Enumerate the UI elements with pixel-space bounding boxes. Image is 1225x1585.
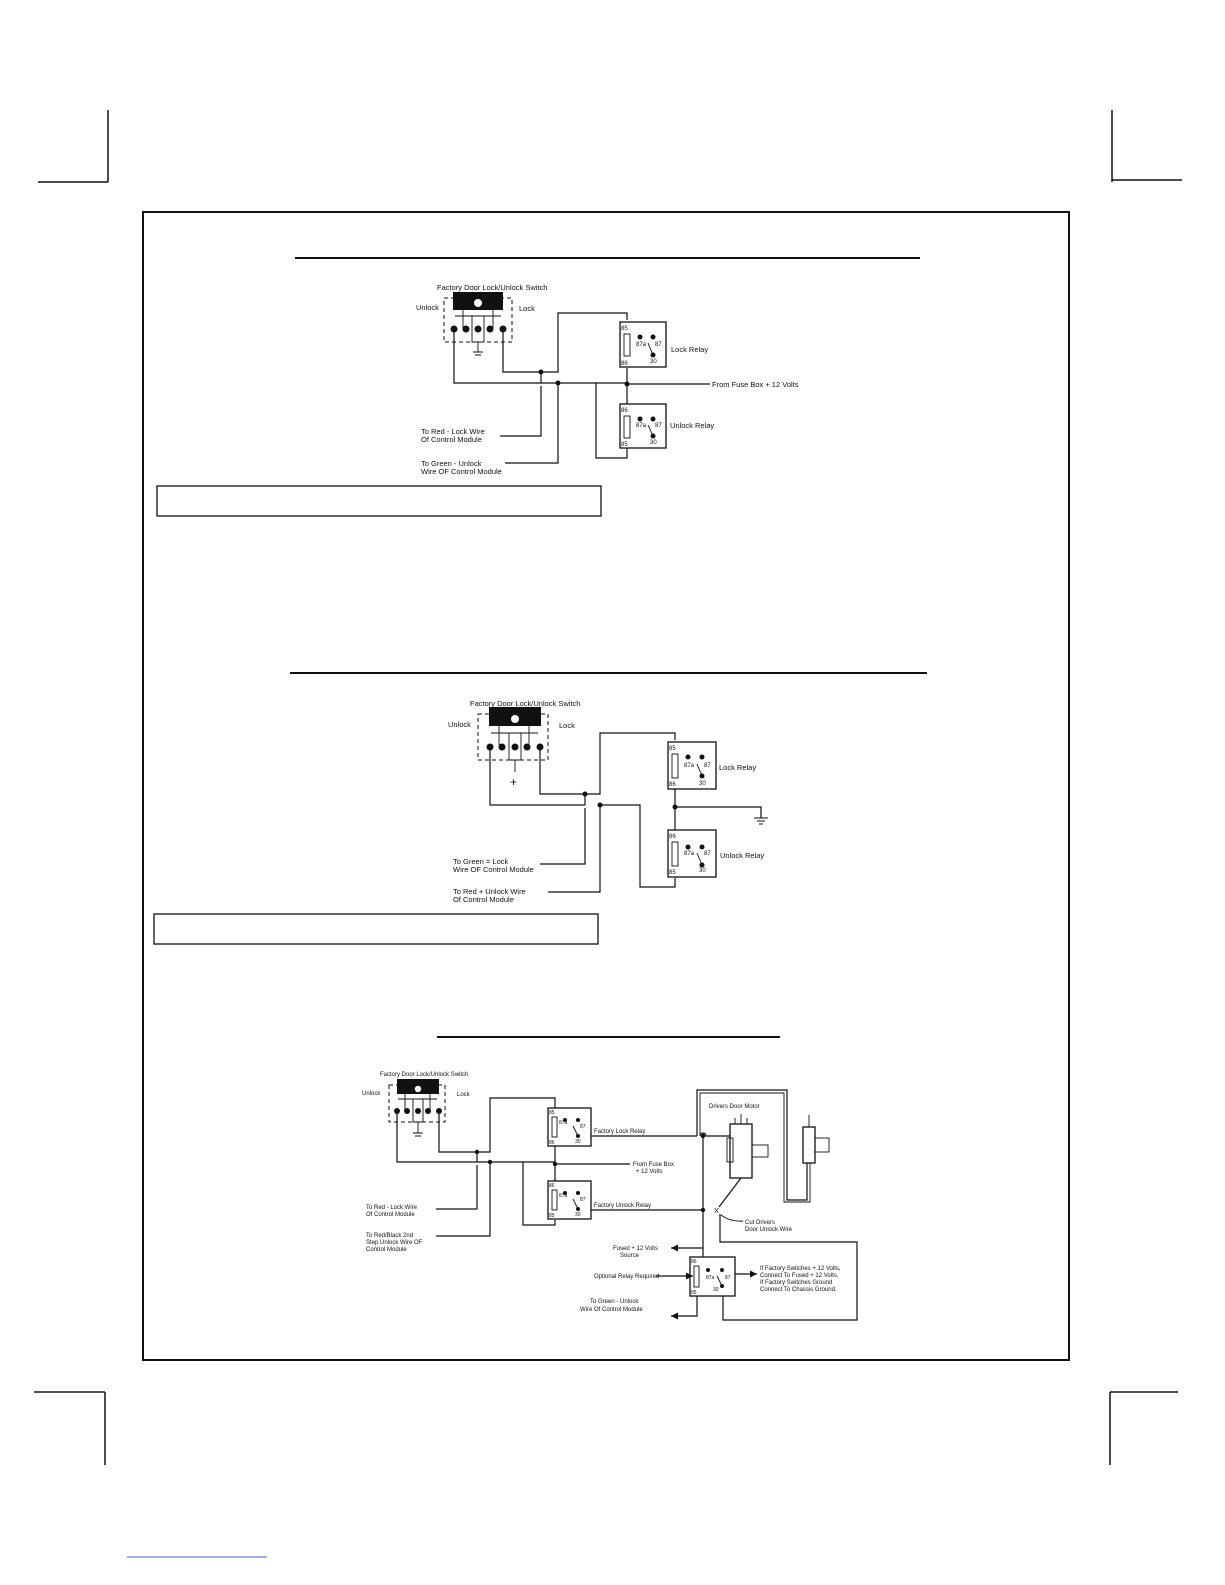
lock-label: Lock	[519, 304, 535, 313]
terminal-87a: 87a	[559, 1193, 568, 1199]
note-line-4: Connect To Chassis Ground.	[760, 1287, 837, 1293]
terminal-86: 86	[621, 361, 628, 367]
terminal-30: 30	[575, 1212, 581, 1218]
factory-lock-relay: 85 86 87a 87 30	[547, 1107, 592, 1147]
terminal-86: 86	[669, 834, 676, 840]
terminal-85: 85	[549, 1213, 555, 1219]
red-wire-label: To Red - Lock Wire	[366, 1205, 418, 1211]
terminal-87a: 87a	[636, 342, 647, 348]
terminal-87a: 87a	[706, 1275, 715, 1281]
terminal-87a: 87a	[559, 1120, 568, 1126]
green-wire-label-2: Wire Of Control Module	[580, 1307, 643, 1313]
switch-title: Factory Door Lock/Unlock Switch	[380, 1072, 468, 1078]
red-wire-label-2: Of Control Module	[453, 895, 514, 904]
optional-relay: 86 85 87a 87 30	[689, 1256, 736, 1297]
terminal-87: 87	[580, 1124, 586, 1130]
terminal-85: 85	[621, 326, 628, 332]
unlock-label: Unlock	[362, 1091, 381, 1097]
terminal-87a: 87a	[636, 423, 647, 429]
crop-marks	[34, 110, 1182, 1465]
terminal-30: 30	[650, 440, 657, 446]
green-wire-label: To Green - Unlock	[421, 459, 482, 468]
note-line-1: If Factory Switches + 12 Volts,	[760, 1266, 841, 1272]
red-black-wire-label-2: Step Unlock Wire OF	[366, 1240, 423, 1246]
cut-mark: X	[714, 1206, 719, 1215]
fused-source-label-2: Source	[620, 1253, 640, 1259]
fused-source-label: Fused + 12 Volts	[613, 1246, 658, 1252]
cut-wire-label: Cut Drivers	[745, 1220, 775, 1226]
terminal-86: 86	[621, 408, 628, 414]
terminal-87: 87	[655, 342, 662, 348]
note-line-2: Connect To Fused + 12 Volts,	[760, 1273, 839, 1279]
power-label-2: + 12 Volts	[636, 1169, 663, 1175]
drivers-door-motor	[696, 1089, 830, 1203]
terminal-85: 85	[549, 1110, 555, 1116]
lock-relay: 85 86 87a 87 30	[619, 321, 667, 368]
lock-label: Lock	[559, 721, 575, 730]
factory-unlock-relay-label: Factory Unlock Relay	[594, 1203, 651, 1209]
terminal-30: 30	[713, 1287, 719, 1293]
caption-box-1	[156, 485, 602, 517]
factory-lock-relay-label: Factory Lock Relay	[594, 1129, 645, 1135]
lock-relay-label: Lock Relay	[671, 345, 708, 354]
motor-label: Drivers Door Motor	[709, 1104, 760, 1110]
terminal-87: 87	[725, 1275, 731, 1281]
diagram-1: Factory Door Lock/Unlock Switch Unlock L…	[416, 283, 799, 476]
terminal-30: 30	[699, 868, 706, 874]
green-wire-label-2: Wire OF Control Module	[421, 467, 502, 476]
positive-symbol: +	[510, 775, 517, 789]
terminal-87a: 87a	[684, 763, 695, 769]
lock-label: Lock	[457, 1092, 471, 1098]
terminal-86: 86	[691, 1259, 697, 1265]
page-frame	[142, 211, 1070, 1361]
green-wire-label: To Green - Unlock	[590, 1299, 639, 1305]
red-black-wire-label-3: Control Module	[366, 1247, 407, 1253]
unlock-relay-label: Unlock Relay	[720, 851, 764, 860]
terminal-87: 87	[580, 1197, 586, 1203]
unlock-label: Unlock	[448, 720, 471, 729]
door-switch	[443, 292, 513, 356]
caption-box-2	[153, 913, 599, 945]
green-wire-label: To Green = Lock	[453, 857, 508, 866]
unlock-label: Unlock	[416, 303, 439, 312]
red-wire-label: To Red + Unlock Wire	[453, 887, 526, 896]
lock-relay: 85 86 87a 87 30	[667, 741, 717, 790]
diagram-3: Factory Door Lock/Unlock Switch Unlock L…	[362, 1072, 858, 1321]
terminal-85: 85	[691, 1290, 697, 1296]
diagram-2: Factory Door Lock/Unlock Switch Unlock L…	[448, 699, 768, 904]
unlock-relay: 86 85 87a 87 30	[619, 403, 667, 449]
lock-relay-label: Lock Relay	[719, 763, 756, 772]
terminal-87: 87	[655, 423, 662, 429]
terminal-30: 30	[575, 1139, 581, 1145]
unlock-relay: 86 85 87a 87 30	[667, 829, 717, 878]
terminal-87: 87	[704, 851, 711, 857]
terminal-87a: 87a	[684, 851, 695, 857]
red-wire-label-2: Of Control Module	[421, 435, 482, 444]
cut-wire-label-2: Door Unlock Wire	[745, 1227, 793, 1233]
unlock-relay-label: Unlock Relay	[670, 421, 714, 430]
terminal-86: 86	[549, 1140, 555, 1146]
red-black-wire-label: To Red/Black 2nd	[366, 1233, 413, 1239]
power-label: From Fuse Box	[633, 1162, 674, 1168]
optional-relay-label: Optional Relay Required	[594, 1274, 659, 1280]
red-wire-label: To Red - Lock Wire	[421, 427, 485, 436]
power-label: From Fuse Box + 12 Volts	[712, 380, 799, 389]
terminal-86: 86	[549, 1183, 555, 1189]
switch-title: Factory Door Lock/Unlock Switch	[470, 699, 580, 708]
terminal-30: 30	[650, 359, 657, 365]
terminal-85: 85	[669, 870, 676, 876]
terminal-87: 87	[704, 763, 711, 769]
note-line-3: If Factory Switches Ground	[760, 1280, 832, 1286]
terminal-85: 85	[669, 746, 676, 752]
terminal-86: 86	[669, 782, 676, 788]
door-switch	[477, 707, 549, 761]
factory-unlock-relay: 86 85 87a 87 30	[547, 1180, 592, 1220]
terminal-30: 30	[699, 781, 706, 787]
switch-title: Factory Door Lock/Unlock Switch	[437, 283, 547, 292]
green-wire-label-2: Wire OF Control Module	[453, 865, 534, 874]
door-switch	[388, 1079, 446, 1137]
red-wire-label-2: Of Control Module	[366, 1212, 415, 1218]
terminal-85: 85	[621, 442, 628, 448]
